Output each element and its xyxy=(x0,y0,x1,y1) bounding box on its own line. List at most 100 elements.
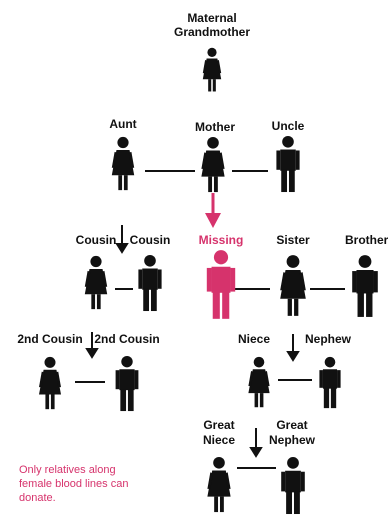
figure-torso xyxy=(356,270,374,294)
uncle-figure xyxy=(276,135,300,193)
figure-right-leg xyxy=(219,496,224,513)
figure-left-arm xyxy=(39,371,45,388)
brother-label: Brother xyxy=(345,233,388,247)
figure-right-arm xyxy=(55,371,61,388)
figure-left-arm xyxy=(111,151,118,168)
figure-right-arm xyxy=(134,370,139,390)
figure-head xyxy=(207,47,217,57)
footnote-line-3: donate. xyxy=(19,492,56,504)
figure-dress xyxy=(201,150,225,177)
figure-right-leg xyxy=(293,491,300,515)
figure-right-leg xyxy=(213,176,218,193)
figure-right-arm xyxy=(264,371,270,387)
figure-dress xyxy=(84,269,108,295)
missing-figure xyxy=(206,250,236,319)
connectors xyxy=(75,170,345,469)
missing-label: Missing xyxy=(199,233,244,247)
figure-head xyxy=(90,255,102,268)
second-cousin-male-label: 2nd Cousin xyxy=(94,332,159,346)
cousin-male-label: Cousin xyxy=(130,233,171,247)
figure-right-arm xyxy=(230,267,236,292)
figure-left-arm xyxy=(201,152,208,169)
figure-head xyxy=(282,135,294,148)
figure-right-leg xyxy=(222,291,230,319)
figure-right-arm xyxy=(128,151,135,168)
figure-right-arm xyxy=(224,472,231,489)
figure-left-leg xyxy=(254,393,259,408)
cousin-female-label: Cousin xyxy=(76,233,117,247)
second-cousin-male-figure xyxy=(115,355,139,412)
maternal-grandmother-figure xyxy=(202,47,222,92)
figure-right-leg xyxy=(127,389,134,412)
mother-figure xyxy=(201,136,225,193)
figure-left-arm xyxy=(281,471,286,492)
figure-right-leg xyxy=(366,292,373,317)
footnote-line-1: Only relatives along xyxy=(19,464,116,476)
great-generation-arrowhead xyxy=(249,447,263,458)
mother-label: Mother xyxy=(195,120,235,134)
figure-left-arm xyxy=(352,271,357,293)
figure-dress xyxy=(280,270,306,299)
figure-left-arm xyxy=(206,267,212,292)
figure-torso xyxy=(119,369,135,391)
figure-left-arm xyxy=(207,472,214,489)
brother-figure xyxy=(352,255,378,317)
figure-left-arm xyxy=(276,150,281,170)
figure-right-leg xyxy=(123,175,128,191)
second-cousin-female-label: 2nd Cousin xyxy=(17,332,82,346)
figure-torso xyxy=(322,369,338,389)
figure-left-leg xyxy=(212,291,220,319)
aunt-label: Aunt xyxy=(109,117,136,131)
figure-left-leg xyxy=(118,175,123,191)
great-niece-label-line-1: Great xyxy=(203,418,234,432)
figure-head xyxy=(287,456,299,469)
nephew-figure xyxy=(319,356,341,409)
figure-head xyxy=(286,255,300,268)
figure-dress xyxy=(207,470,231,497)
figure-right-leg xyxy=(150,288,157,312)
figure-torso xyxy=(285,470,301,493)
figure-head xyxy=(213,250,229,265)
cousin-female-figure xyxy=(84,255,108,310)
figure-left-arm xyxy=(138,269,143,289)
figure-left-arm xyxy=(319,370,323,388)
figure-left-leg xyxy=(120,389,127,412)
uncle-label: Uncle xyxy=(272,119,305,133)
figure-left-leg xyxy=(91,294,96,310)
cousin-arrowhead xyxy=(115,243,129,254)
figure-head xyxy=(358,255,372,268)
figure-head xyxy=(144,254,156,267)
figure-head xyxy=(117,136,129,149)
figure-right-leg xyxy=(294,298,299,316)
figure-dress xyxy=(248,369,270,394)
sister-label: Sister xyxy=(276,233,310,247)
figure-head xyxy=(253,356,265,368)
figure-left-leg xyxy=(281,169,288,193)
figure-right-arm xyxy=(295,150,300,170)
missing-arrow xyxy=(205,193,221,228)
figure-head xyxy=(213,456,225,469)
great-nephew-label-line-1: Great xyxy=(276,418,307,432)
great-nephew-figure xyxy=(281,456,305,515)
figure-left-leg xyxy=(45,394,50,410)
figure-right-leg xyxy=(50,394,55,410)
figure-dress xyxy=(39,369,61,395)
second-cousin-female-figure xyxy=(39,356,61,410)
great-niece-figure xyxy=(207,456,231,513)
figure-right-arm xyxy=(216,60,222,74)
figure-torso xyxy=(280,149,296,171)
second-cousin-arrowhead xyxy=(85,348,99,359)
figure-left-arm xyxy=(248,371,254,387)
figure-left-leg xyxy=(208,176,213,193)
nephew-label: Nephew xyxy=(305,332,352,346)
niece-nephew-arrowhead xyxy=(286,351,300,362)
niece-label: Niece xyxy=(238,332,270,346)
missing-arrowhead xyxy=(205,213,221,228)
figure-left-leg xyxy=(357,292,364,317)
arrows xyxy=(85,225,300,458)
great-nephew-label-line-2: Nephew xyxy=(269,433,316,447)
figure-right-arm xyxy=(299,272,306,291)
figure-right-arm xyxy=(300,471,305,492)
figure-right-arm xyxy=(218,152,225,169)
